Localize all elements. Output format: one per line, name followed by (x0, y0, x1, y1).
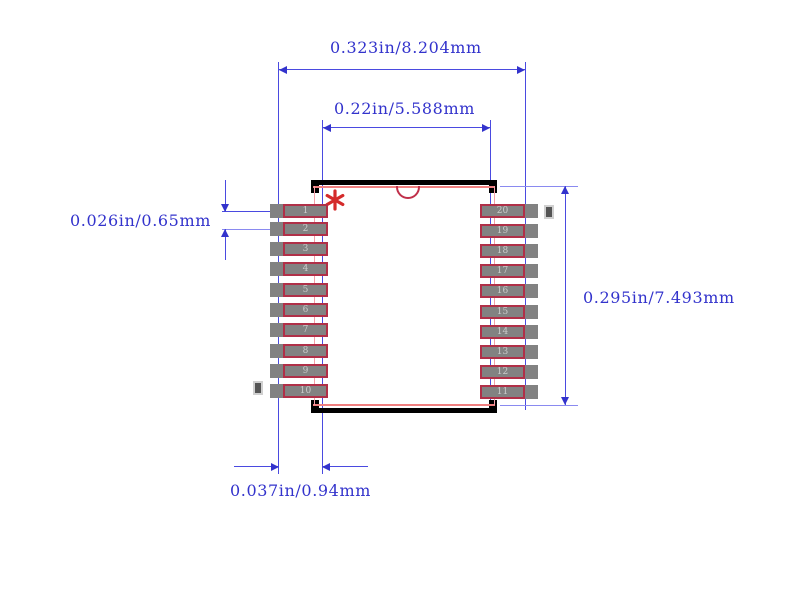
pad-number-label: 3 (302, 244, 309, 254)
dimension-line-pad-width-right (323, 466, 368, 467)
arrow-body-width-right (482, 124, 490, 132)
corner-square-marker-top-right[interactable] (544, 205, 554, 219)
pad-number-label: 19 (496, 226, 509, 236)
pad-number-label: 18 (496, 246, 509, 256)
pin1-asterisk-icon (323, 188, 347, 216)
pad-number-label: 6 (302, 305, 309, 315)
dimension-label-pitch: 0.026in/0.65mm (70, 211, 211, 230)
dimension-line-body-width (323, 127, 490, 128)
pad-number-label: 20 (496, 206, 509, 216)
dimension-line-pad-width-left (234, 466, 279, 467)
dimension-label-overall-width: 0.323in/8.204mm (330, 38, 482, 57)
extension-line-height-bottom (500, 405, 578, 406)
dimension-label-overall-height: 0.295in/7.493mm (583, 288, 735, 307)
body-corner-tab-bottom-right (489, 400, 497, 413)
arrow-overall-width-left (279, 66, 287, 74)
pad-number-label: 15 (496, 307, 509, 317)
pad-number-label: 8 (302, 346, 309, 356)
pad-number-label: 17 (496, 266, 509, 276)
arrow-body-width-left (323, 124, 331, 132)
pad-number-label: 5 (302, 285, 309, 295)
pad-number-label: 1 (302, 206, 309, 216)
arrow-pad-width-right (271, 463, 279, 471)
arrow-pitch-down (221, 204, 229, 212)
arrow-pad-width-left (322, 463, 330, 471)
pad-number-label: 2 (302, 224, 309, 234)
pad-number-label: 7 (302, 325, 309, 335)
arrow-height-down (561, 397, 569, 405)
body-silk-bottom (313, 404, 495, 406)
pad-number-label: 16 (496, 286, 509, 296)
corner-square-marker-bottom-left[interactable] (253, 381, 263, 395)
pad-number-label: 13 (496, 347, 509, 357)
body-outline-bottom (311, 408, 497, 413)
dimension-line-overall-width (279, 69, 525, 70)
extension-line-body-left (322, 120, 323, 474)
pad-number-label: 9 (302, 366, 309, 376)
body-corner-tab-bottom-left (311, 400, 319, 413)
pad-number-label: 11 (496, 387, 509, 397)
pad-number-label: 12 (496, 367, 509, 377)
dimension-label-pad-width: 0.037in/0.94mm (230, 481, 371, 500)
arrow-pitch-up (221, 229, 229, 237)
pin1-notch-icon (396, 186, 420, 199)
pad-number-label: 10 (299, 386, 312, 396)
arrow-overall-width-right (517, 66, 525, 74)
dimension-stem-pitch-lower (225, 229, 226, 260)
body-outline-top (311, 180, 497, 185)
dimension-label-body-width: 0.22in/5.588mm (334, 99, 475, 118)
dimension-stem-pitch-upper (225, 180, 226, 211)
extension-line-height-top (500, 186, 578, 187)
arrow-height-up (561, 186, 569, 194)
pad-number-label: 14 (496, 327, 509, 337)
pad-number-label: 4 (302, 264, 309, 274)
dimension-line-overall-height (565, 186, 566, 405)
